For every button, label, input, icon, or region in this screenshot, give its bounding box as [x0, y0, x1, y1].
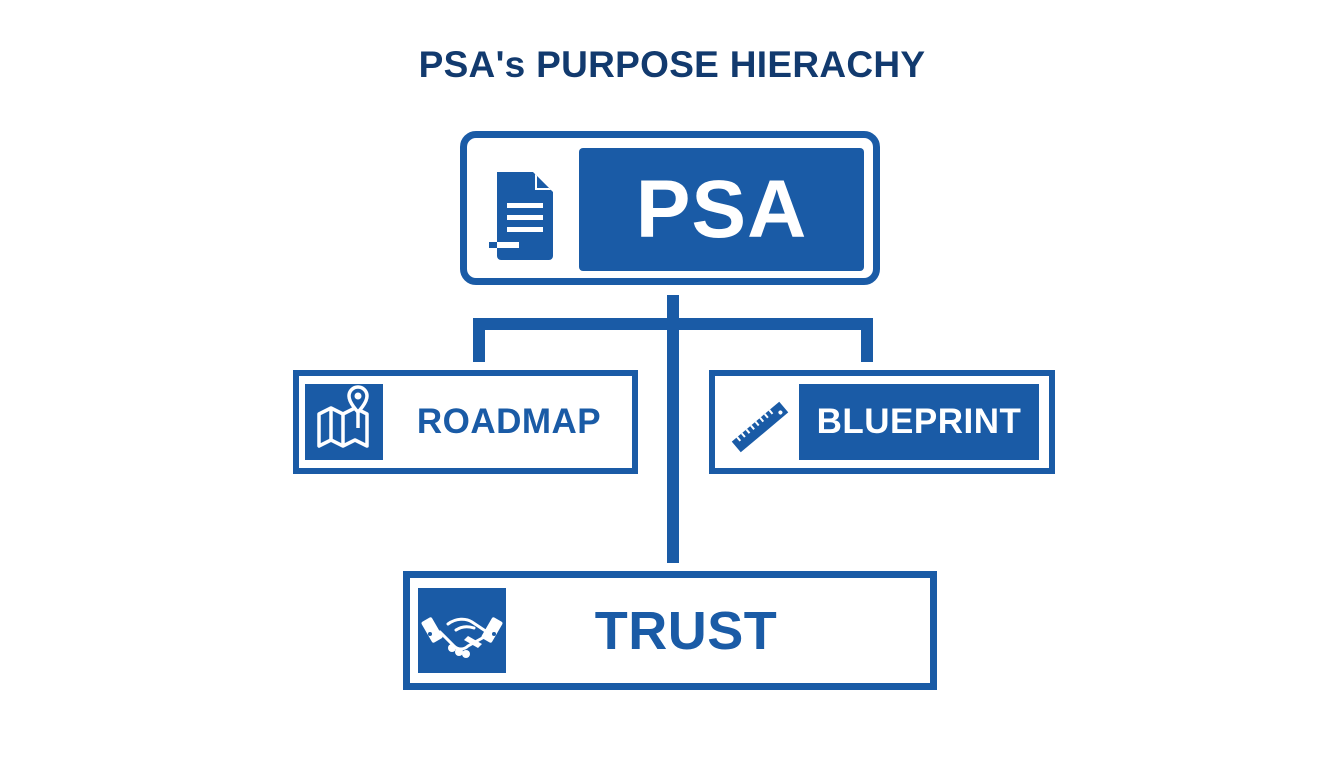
node-label-blueprint: BLUEPRINT: [816, 402, 1022, 441]
trust-icon-panel: [418, 588, 506, 673]
connector-left-leg: [473, 318, 485, 362]
connector-root-trunk: [667, 295, 679, 563]
blueprint-label-panel: BLUEPRINT: [799, 384, 1039, 460]
node-label-psa: PSA: [635, 163, 808, 255]
document-icon: [489, 172, 553, 260]
handshake-icon: [421, 617, 503, 658]
psa-label-panel: PSA: [579, 148, 864, 271]
map-pin-icon: [317, 385, 369, 448]
ruler-icon: [731, 401, 789, 453]
diagram-title: PSA's PURPOSE HIERACHY: [418, 44, 926, 85]
connector-horizontal-bar: [473, 318, 873, 330]
node-label-trust: TRUST: [594, 600, 778, 661]
node-label-roadmap: ROADMAP: [416, 402, 602, 441]
node-blueprint: BLUEPRINT: [709, 370, 1055, 474]
roadmap-icon-panel: [305, 384, 383, 460]
node-psa: PSA: [460, 131, 880, 285]
node-roadmap: ROADMAP: [293, 370, 638, 474]
connector-right-leg: [861, 318, 873, 362]
node-trust: TRUST: [403, 571, 937, 690]
